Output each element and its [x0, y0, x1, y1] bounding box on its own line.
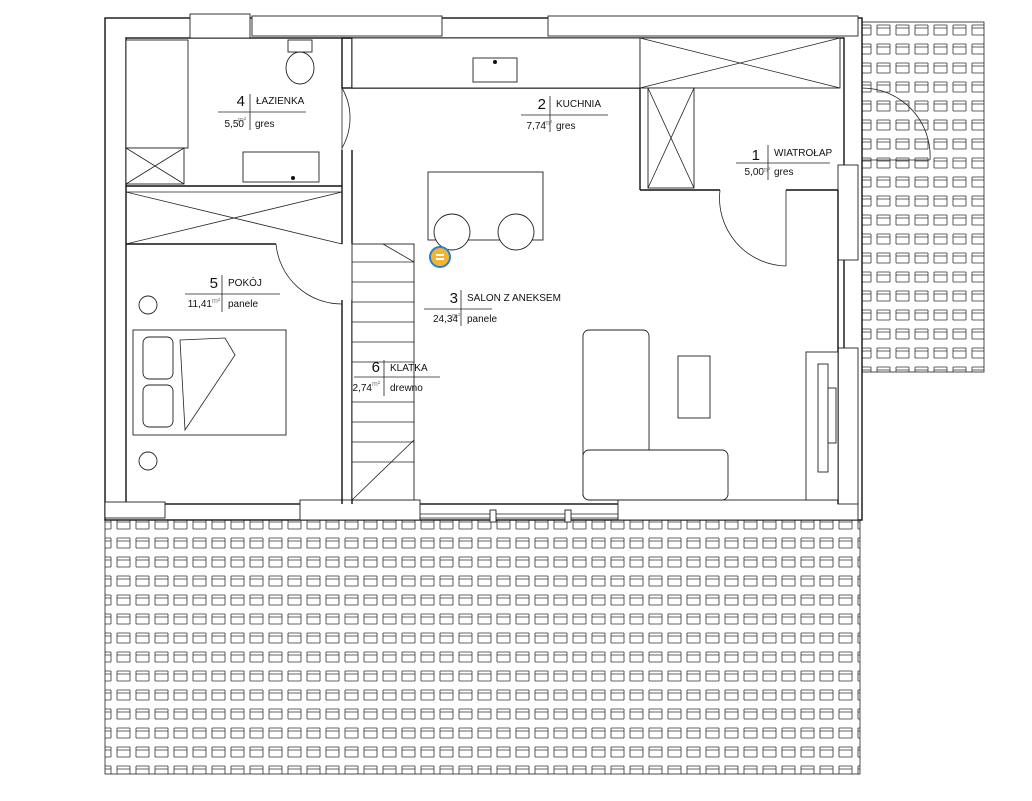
staircase [351, 243, 415, 501]
room-area-unit: m² [372, 381, 381, 388]
room-name: POKÓJ [228, 276, 262, 289]
room-number: 1 [752, 147, 760, 164]
doors [275, 87, 931, 305]
room-number: 3 [450, 290, 458, 307]
outer-wall [104, 17, 863, 521]
room-finish: panele [467, 314, 497, 325]
terrace-east [862, 22, 984, 372]
marker-lines-icon [436, 254, 444, 256]
windows [104, 13, 859, 523]
room-finish: gres [774, 167, 793, 178]
room-label-wiatrolap: 1 WIATROŁAP 5,00 m² gres [736, 145, 832, 180]
room-name: KUCHNIA [556, 99, 601, 110]
room-area: 24,34 [433, 314, 458, 325]
bedroom-furniture [132, 295, 287, 471]
room-name: SALON Z ANEKSEM [467, 293, 561, 304]
terrace-south [105, 520, 860, 774]
room-number: 2 [538, 96, 546, 113]
room-label-lazienka: 4 ŁAZIENKA 5,50 m² gres [218, 93, 306, 130]
room-area: 2,74 [353, 383, 373, 394]
room-area-unit: m² [762, 167, 771, 174]
room-area-unit: m² [212, 298, 221, 305]
room-area: 5,50 [225, 119, 245, 130]
room-finish: panele [228, 299, 258, 310]
room-number: 4 [237, 93, 245, 110]
room-finish: gres [255, 119, 274, 130]
room-area: 11,41 [188, 299, 213, 310]
bathroom-fixtures [125, 39, 343, 245]
room-finish: gres [556, 121, 575, 132]
room-area: 7,74 [527, 121, 547, 132]
room-label-salon: 3 SALON Z ANEKSEM 24,34 m² panele [424, 290, 561, 326]
room-area-unit: m² [452, 313, 461, 320]
room-area: 5,00 [745, 167, 765, 178]
room-label-pokoj: 5 POKÓJ 11,41 m² panele [185, 275, 280, 312]
room-name: ŁAZIENKA [256, 96, 305, 107]
room-area-unit: m² [238, 117, 247, 124]
room-name: WIATROŁAP [774, 148, 832, 159]
room-name: KLATKA [390, 363, 428, 374]
room-number: 6 [372, 359, 380, 376]
kitchen-counters [351, 37, 841, 251]
room-label-klatka: 6 KLATKA 2,74 m² drewno [353, 359, 440, 396]
room-area-unit: m² [544, 120, 553, 127]
room-finish: drewno [390, 383, 423, 394]
room-label-kuchnia: 2 KUCHNIA 7,74 m² gres [521, 96, 608, 132]
living-furniture [582, 329, 839, 501]
room-number: 5 [210, 275, 218, 292]
comment-marker-icon[interactable] [429, 246, 451, 268]
